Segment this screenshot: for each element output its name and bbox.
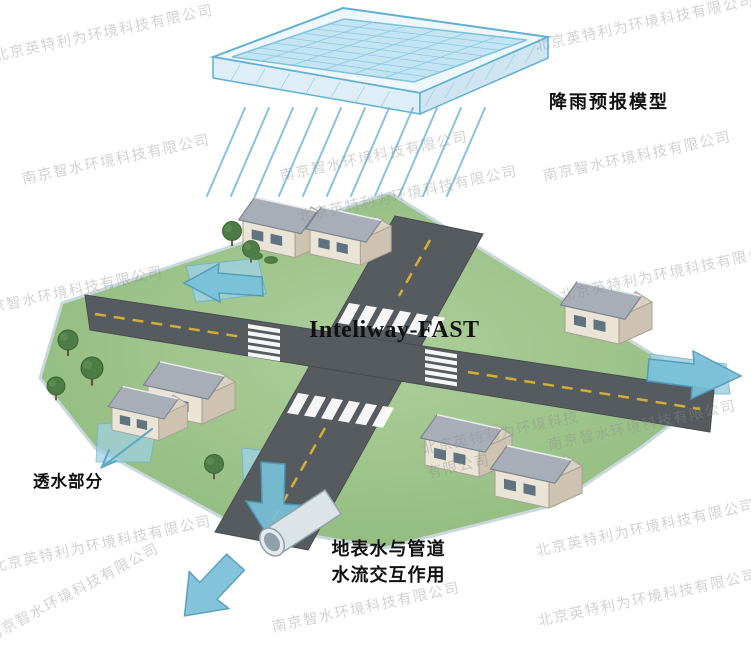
crosswalk-west (248, 324, 280, 362)
bush (264, 256, 278, 264)
crosswalk-east (425, 349, 457, 387)
road-horizontal (84, 294, 715, 433)
bush (249, 252, 263, 260)
flow-arrow-right-icon (646, 349, 743, 401)
basin-wall-hatch (229, 45, 536, 109)
basin-water-grid (245, 21, 513, 79)
crosswalk-south (287, 393, 394, 428)
rain-basin (209, 6, 552, 116)
rain-lines (206, 107, 486, 197)
drain-pipe (258, 488, 343, 557)
crosswalk-north (338, 303, 445, 338)
trees (46, 220, 278, 481)
pipe-outflow-arrow-icon (183, 553, 246, 617)
permeable-pointer-arrow-icon (99, 427, 154, 470)
flow-arrow-left-icon (182, 262, 264, 304)
